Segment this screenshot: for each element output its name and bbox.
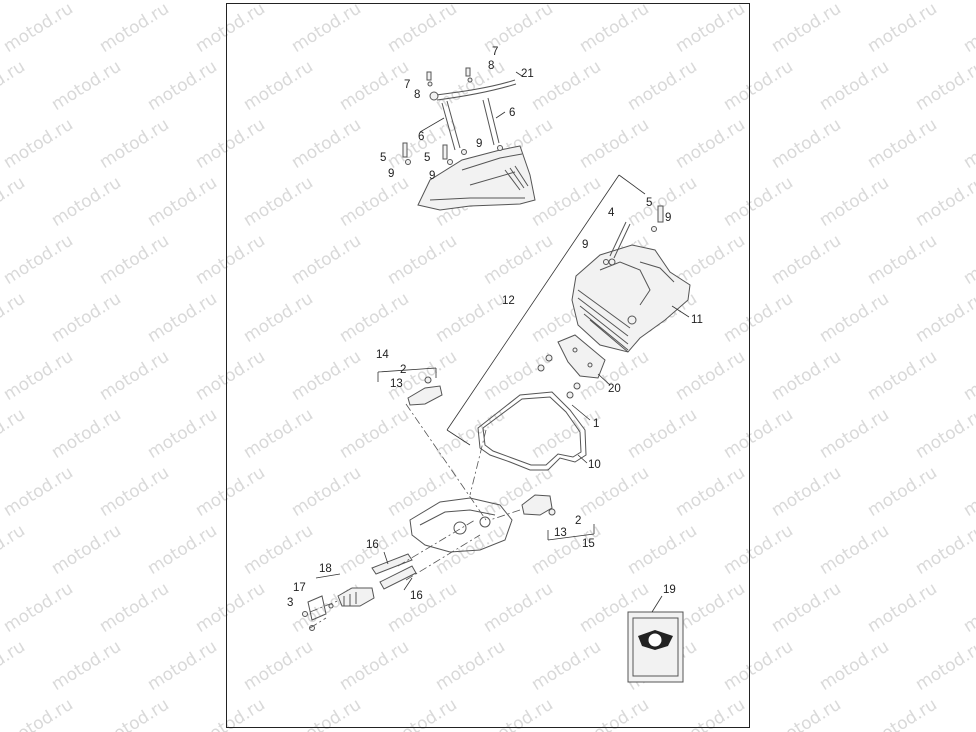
head-gasket <box>477 391 587 471</box>
callout-6: 6 <box>418 131 424 143</box>
bracket-15 <box>547 524 595 541</box>
dowels <box>537 354 581 399</box>
callout-9: 9 <box>665 212 671 224</box>
callout-9: 9 <box>476 138 482 150</box>
pushrod-upper-right <box>482 97 500 146</box>
callout-3: 3 <box>287 597 293 609</box>
engine-lower <box>409 497 513 553</box>
callout-4: 4 <box>608 207 615 219</box>
bracket-18 <box>315 573 341 579</box>
plate-20 <box>557 334 606 379</box>
callout-2: 2 <box>575 515 581 527</box>
lifter-block-upper <box>407 376 443 406</box>
callout-17: 17 <box>293 582 306 594</box>
lifter-clip-17 <box>307 595 327 621</box>
callout-8: 8 <box>414 89 420 101</box>
callout-5: 5 <box>424 152 430 164</box>
callout-8: 8 <box>488 60 494 72</box>
head-bolts <box>603 205 664 265</box>
callout-16: 16 <box>410 590 423 602</box>
callout-5: 5 <box>646 197 652 209</box>
callout-16: 16 <box>366 539 379 551</box>
callout-6: 6 <box>509 107 515 119</box>
upper-bolts <box>402 67 503 165</box>
callout-13: 13 <box>390 378 403 390</box>
callout-18: 18 <box>319 563 332 575</box>
callout-1: 1 <box>593 418 599 430</box>
alignment-lines <box>309 403 521 629</box>
callout-2: 2 <box>400 364 406 376</box>
rocker-cover-upper <box>417 145 536 211</box>
callout-11: 11 <box>691 314 703 326</box>
callout-15: 15 <box>582 538 595 550</box>
leader-lines <box>383 71 690 613</box>
callout-13: 13 <box>554 527 567 539</box>
oil-line-21 <box>429 79 517 101</box>
callout-14: 14 <box>376 349 389 361</box>
small-screws <box>302 603 334 631</box>
callout-5: 5 <box>380 152 386 164</box>
callout-7: 7 <box>492 46 498 58</box>
callout-7: 7 <box>404 79 410 91</box>
callout-9: 9 <box>582 239 588 251</box>
pushrod-tube-2 <box>379 565 417 590</box>
callout-20: 20 <box>608 383 621 395</box>
callout-9: 9 <box>388 168 394 180</box>
pushrod-upper-left <box>441 100 461 151</box>
cylinder-head <box>571 244 691 353</box>
lifter-block-lower <box>521 494 556 516</box>
bracket-14 <box>377 367 437 382</box>
service-manual <box>627 611 684 683</box>
bracket-12 <box>446 174 646 446</box>
callout-10: 10 <box>588 459 601 471</box>
pushrod-tube-1 <box>371 553 413 575</box>
callout-labels: 1 2 2 3 4 5 5 5 6 6 7 7 8 8 9 9 9 9 9 10… <box>287 46 703 609</box>
callout-19: 19 <box>663 584 676 596</box>
diagram-frame <box>226 3 750 728</box>
callout-9: 9 <box>429 170 435 182</box>
lifter-assembly <box>337 587 375 607</box>
callout-12: 12 <box>502 295 515 307</box>
callout-21: 21 <box>521 68 534 80</box>
